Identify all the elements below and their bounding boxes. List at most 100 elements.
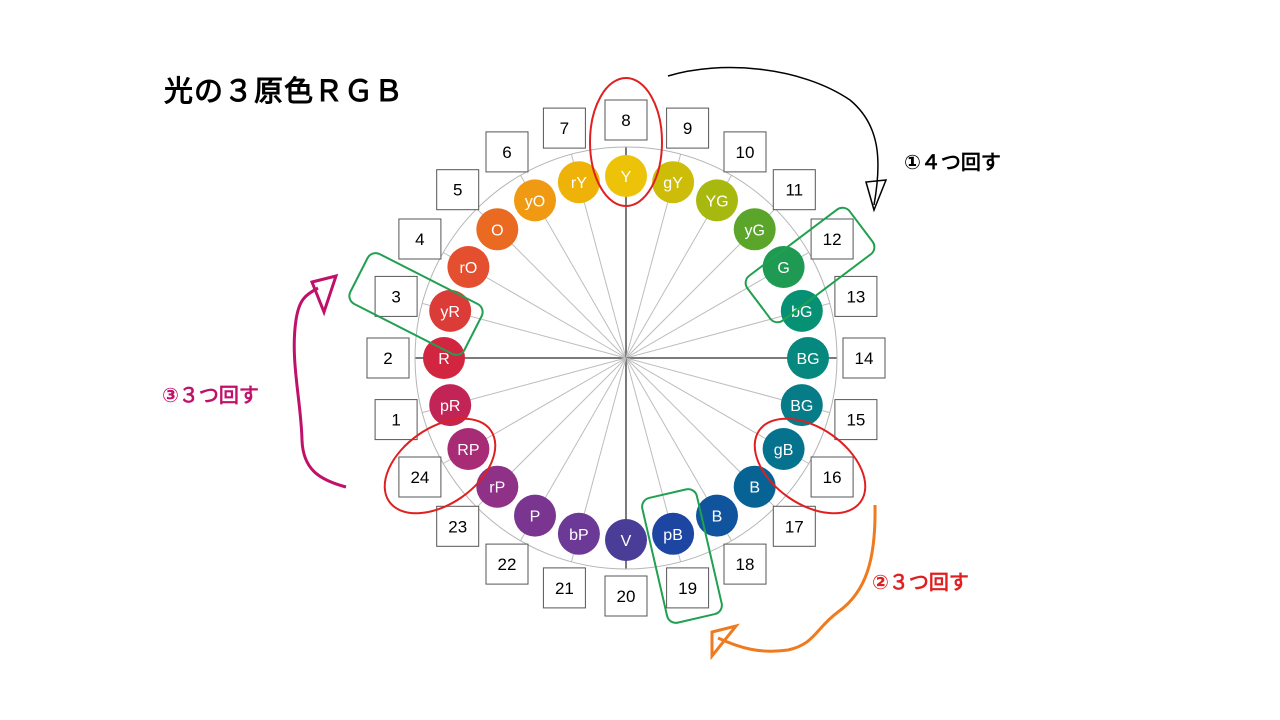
- hue-number-label: 1: [391, 411, 400, 430]
- arrow-step2: [717, 504, 877, 653]
- hue-number-box: 1: [374, 399, 418, 441]
- step3-annotation: ③３つ回す: [162, 383, 259, 407]
- hue-number-label: 3: [391, 287, 400, 306]
- hue-circle-swatch: [652, 512, 695, 555]
- page-title: 光の３原色ＲＧＢ: [164, 74, 405, 108]
- hue-circle-label: BG: [790, 398, 813, 415]
- hue-circle: pR: [429, 384, 472, 427]
- hue-circle-label: rO: [460, 260, 478, 277]
- arrow-step3-head: [309, 273, 339, 317]
- hue-circle-label: rP: [489, 480, 505, 497]
- hue-circle-swatch: [557, 512, 600, 555]
- number-box-frame: [810, 218, 854, 260]
- hue-circle-label: B: [749, 480, 760, 497]
- number-box-frame: [723, 543, 767, 585]
- number-box-frame: [374, 399, 418, 441]
- hue-number-box: 19: [666, 567, 710, 609]
- hue-circle-label: rY: [571, 175, 587, 192]
- hue-circle-swatch: [429, 384, 472, 427]
- hue-number-label: 8: [621, 111, 630, 130]
- highlight-box-pb: [641, 488, 723, 624]
- hue-number-box: 22: [485, 543, 529, 585]
- hue-number-label: 14: [855, 349, 874, 368]
- number-box-frame: [810, 456, 854, 498]
- hue-circle-label: P: [530, 509, 541, 526]
- highlight-box-g: [744, 206, 876, 324]
- hue-circle-swatch: [652, 161, 695, 204]
- hue-circle: Y: [605, 155, 647, 197]
- hue-number-box: 14: [842, 337, 886, 379]
- hue-circle: BG: [787, 337, 829, 379]
- hue-circle-swatch: [780, 384, 823, 427]
- hue-number-box: 13: [834, 275, 878, 317]
- hue-number-label: 5: [453, 181, 462, 200]
- highlight-oval-rp: [383, 417, 497, 515]
- hue-number-label: 20: [617, 587, 636, 606]
- hue-circle-label: bG: [791, 304, 812, 321]
- number-box-frame: [834, 399, 878, 441]
- hue-number-box: 11: [772, 169, 816, 211]
- hue-number-label: 23: [448, 517, 467, 536]
- hue-circle-swatch: [476, 208, 519, 251]
- hue-number-box: 4: [398, 218, 442, 260]
- hue-number-label: 7: [560, 119, 569, 138]
- hue-number-box: 9: [666, 107, 710, 149]
- hue-circle-label: YG: [705, 193, 728, 210]
- number-box-frame: [772, 505, 816, 547]
- highlight-oval-gb: [753, 417, 867, 515]
- hue-number-box: 12: [810, 218, 854, 260]
- highlight-oval-y: [589, 77, 663, 207]
- hue-circle: rP: [476, 465, 519, 508]
- number-box-frame: [666, 567, 710, 609]
- number-box-frame: [723, 131, 767, 173]
- hue-number-box: 10: [723, 131, 767, 173]
- hue-circle-swatch: [787, 337, 829, 379]
- hue-circle: BG: [780, 384, 823, 427]
- hue-number-label: 6: [502, 143, 511, 162]
- hue-number-label: 13: [846, 287, 865, 306]
- hue-number-label: 18: [736, 555, 755, 574]
- hue-circle-swatch: [476, 465, 519, 508]
- hue-circle-swatch: [696, 179, 738, 222]
- number-box-frame: [604, 575, 648, 617]
- number-box-frame: [436, 505, 480, 547]
- hue-circle-label: RP: [457, 442, 479, 459]
- number-box-frame: [398, 456, 442, 498]
- hue-circle-label: yG: [744, 222, 764, 239]
- hue-circle: bG: [780, 289, 823, 332]
- hue-number-label: 21: [555, 579, 574, 598]
- number-box-frame: [542, 107, 586, 149]
- hue-circle-label: gY: [663, 175, 683, 192]
- hue-circle-swatch: [605, 155, 647, 197]
- hue-number-box: 2: [366, 337, 410, 379]
- hue-circle: RP: [447, 428, 490, 470]
- hue-number-label: 4: [415, 230, 424, 249]
- hue-number-box: 3: [374, 275, 418, 317]
- hue-circle-label: B: [712, 509, 723, 526]
- hue-circle-swatch: [514, 494, 556, 537]
- arrow-step3: [292, 286, 347, 489]
- number-box-frame: [666, 107, 710, 149]
- hue-circle: B: [733, 465, 776, 508]
- hue-circle-label: bP: [569, 527, 589, 544]
- hue-number-label: 10: [736, 143, 755, 162]
- hue-circle-swatch: [605, 519, 647, 561]
- hue-number-box: 24: [398, 456, 442, 498]
- hue-number-box: 23: [436, 505, 480, 547]
- hue-circle: rY: [557, 161, 600, 204]
- hue-number-box: 6: [485, 131, 529, 173]
- number-box-frame: [366, 337, 410, 379]
- number-box-frame: [542, 567, 586, 609]
- hue-number-box: 18: [723, 543, 767, 585]
- number-box-frame: [485, 543, 529, 585]
- hue-circle-swatch: [557, 161, 600, 204]
- hue-circle: B: [696, 494, 738, 537]
- hue-circle: rO: [447, 246, 490, 288]
- hue-circle-swatch: [514, 179, 556, 222]
- number-box-frame: [398, 218, 442, 260]
- hue-circle: YG: [696, 179, 738, 222]
- hue-number-label: 16: [823, 468, 842, 487]
